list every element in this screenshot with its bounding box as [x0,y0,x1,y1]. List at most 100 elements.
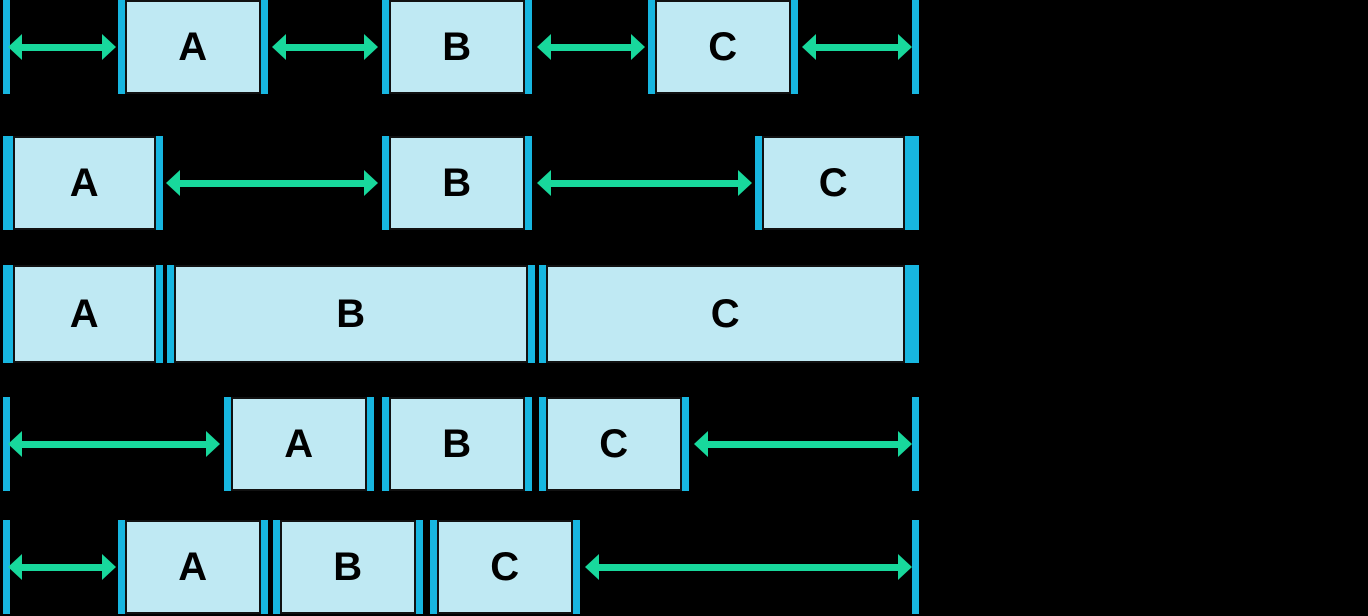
arrow-head-right-icon [102,554,116,580]
box-edge-marker-left [118,0,125,94]
arrow-head-right-icon [364,170,378,196]
box-edge-marker-right [791,0,798,94]
free-space-arrow [8,431,220,457]
box-edge-marker-left [382,0,389,94]
free-space-arrow [694,431,912,457]
free-space-arrow [166,170,378,196]
flex-item-label: B [442,25,472,69]
arrow-shaft [19,563,105,571]
arrow-head-left-icon [8,34,22,60]
flex-item-label: C [599,422,629,466]
box-edge-marker-right [261,0,268,94]
flex-item-box-c: C [437,520,573,614]
box-edge-marker-left [430,520,437,614]
box-edge-marker-left [539,397,546,491]
box-edge-marker-right [525,397,532,491]
arrow-head-left-icon [8,431,22,457]
free-space-arrow [8,34,116,60]
free-space-arrow [8,554,116,580]
flex-item-box-c: C [546,397,682,491]
arrow-head-right-icon [898,34,912,60]
arrow-shaft [19,43,105,51]
box-edge-marker-left [224,397,231,491]
container-boundary-right [912,136,919,230]
box-edge-marker-left [6,265,13,363]
arrow-shaft [596,563,901,571]
flex-item-label: B [442,161,472,205]
box-edge-marker-left [755,136,762,230]
arrow-shaft [813,43,901,51]
arrow-head-left-icon [802,34,816,60]
box-edge-marker-right [367,397,374,491]
container-boundary-right [912,397,919,491]
box-edge-marker-right [525,0,532,94]
flex-item-box-c: C [762,136,905,230]
box-edge-marker-left [648,0,655,94]
box-edge-marker-right [905,136,912,230]
flex-item-box-a: A [231,397,367,491]
container-boundary-right [912,0,919,94]
flex-item-box-a: A [13,136,156,230]
arrow-head-right-icon [364,34,378,60]
arrow-head-left-icon [585,554,599,580]
box-edge-marker-left [382,397,389,491]
arrow-shaft [548,179,741,187]
arrow-head-right-icon [738,170,752,196]
flex-item-label: A [284,422,314,466]
flex-row-row-center: A B C [0,397,1368,491]
flex-row-row-space-around: A B C [0,0,1368,94]
container-boundary-right [912,265,919,363]
box-edge-marker-right [528,265,535,363]
box-edge-marker-right [905,265,912,363]
box-edge-marker-right [156,136,163,230]
flex-item-box-b: B [280,520,416,614]
container-boundary-left [3,0,10,94]
arrow-shaft [283,43,367,51]
flex-item-label: C [490,545,520,589]
flex-item-label: A [178,25,208,69]
flex-item-label: B [336,292,366,336]
flex-item-box-c: C [655,0,791,94]
flex-item-label: C [710,292,741,336]
free-space-arrow [802,34,912,60]
container-boundary-left [3,397,10,491]
flex-item-label: A [178,545,208,589]
flex-item-box-a: A [125,0,261,94]
box-edge-marker-right [573,520,580,614]
arrow-head-right-icon [898,554,912,580]
flex-row-row-flex-start: A B C [0,520,1368,614]
box-edge-marker-right [525,136,532,230]
box-edge-marker-left [539,265,546,363]
arrow-shaft [705,440,901,448]
arrow-head-right-icon [206,431,220,457]
box-edge-marker-right [261,520,268,614]
container-boundary-left [3,520,10,614]
flex-item-label: B [442,422,472,466]
box-edge-marker-left [6,136,13,230]
flex-item-label: B [333,545,363,589]
flex-item-label: C [818,161,849,205]
arrow-shaft [548,43,634,51]
box-edge-marker-left [118,520,125,614]
box-edge-marker-left [273,520,280,614]
container-boundary-right [912,520,919,614]
flex-item-box-b: B [389,397,525,491]
arrow-head-left-icon [537,34,551,60]
free-space-arrow [537,34,645,60]
flex-item-box-b: B [389,136,525,230]
box-edge-marker-right [416,520,423,614]
arrow-head-right-icon [102,34,116,60]
flex-row-row-stretch-fill: A B C [0,265,1368,363]
arrow-head-left-icon [272,34,286,60]
flex-item-box-c: C [546,265,905,363]
flex-item-label: C [708,25,738,69]
flex-item-box-b: B [174,265,528,363]
arrow-shaft [177,179,367,187]
free-space-arrow [585,554,912,580]
flex-item-box-b: B [389,0,525,94]
box-edge-marker-left [382,136,389,230]
arrow-head-right-icon [631,34,645,60]
flex-item-label: A [69,292,100,336]
arrow-head-right-icon [898,431,912,457]
free-space-arrow [537,170,752,196]
